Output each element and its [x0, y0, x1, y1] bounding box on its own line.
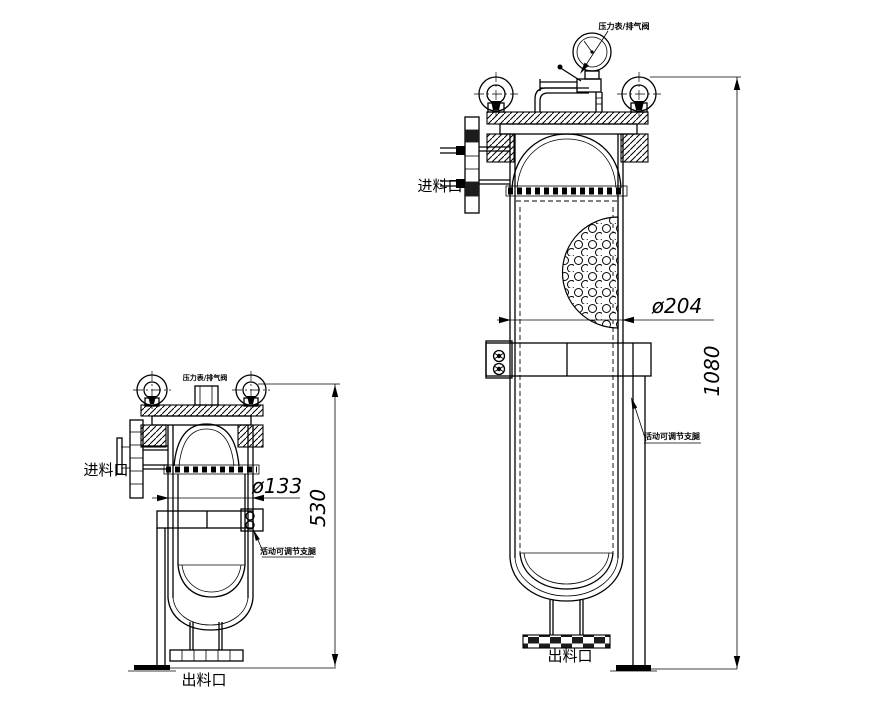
eye-bolt-right-icon [232, 371, 270, 409]
svg-text:1080: 1080 [700, 346, 724, 397]
basket-rim [505, 185, 628, 202]
eye-bolt-left-icon [133, 371, 171, 409]
dimension-diameter-204: ø204 [497, 294, 714, 324]
side-lug-right [620, 133, 649, 163]
svg-text:530: 530 [306, 489, 330, 527]
inlet-label: 进料口 [83, 461, 128, 479]
gauge-valve-leader [580, 30, 609, 74]
gauge-valve-label: 压力表/排气阀 [183, 373, 228, 382]
eye-bolt-left-icon [474, 72, 518, 116]
support-leg [128, 528, 336, 672]
lid-collar [151, 415, 252, 426]
lifting-handle-icon [534, 87, 589, 112]
perforated-basket-icon [561, 216, 619, 329]
top-flange-plate [140, 404, 264, 417]
vessel-shell [509, 134, 624, 602]
dome-lid [511, 133, 622, 189]
vent-nozzle-icon [194, 385, 219, 406]
bracket-bolt-icon [492, 349, 506, 376]
outlet-flange [522, 634, 611, 649]
lid-collar [499, 123, 638, 135]
support-leg [610, 376, 737, 672]
side-lug-left [140, 424, 167, 448]
dimension-height-1080: 1080 [650, 76, 741, 669]
leg-leader [631, 397, 701, 444]
outlet-label: 出料口 [181, 671, 226, 689]
outlet-label: 出料口 [547, 647, 592, 665]
inlet-nozzle [440, 116, 510, 214]
svg-text:ø204: ø204 [651, 294, 702, 318]
bracket-bolt-icon [245, 520, 255, 530]
gauge-valve-label: 压力表/排气阀 [599, 21, 650, 31]
inlet-label: 进料口 [417, 177, 462, 195]
adjustable-leg-label: 活动可调节支腿 [644, 431, 700, 441]
eye-bolt-right-icon [617, 72, 661, 116]
inlet-nozzle [116, 419, 168, 499]
band-clamp [485, 340, 652, 379]
top-flange-plate [486, 111, 649, 125]
outlet-nozzle [169, 622, 244, 662]
small-vessel: 压力表/排气阀 进料口 出料口 活动可调节支腿 ø133 530 [83, 371, 340, 689]
band-clamp [156, 508, 264, 532]
outlet-nozzle [522, 600, 611, 649]
filter-bag [177, 474, 246, 598]
adjustable-leg-label: 活动可调节支腿 [260, 546, 316, 556]
basket-rim [163, 464, 260, 475]
leg-leader [253, 529, 314, 558]
bracket-bolt-icon [245, 511, 255, 521]
dimension-height-530: 530 [258, 383, 340, 667]
dimension-diameter-133: ø133 [152, 474, 302, 502]
large-vessel: 压力表/排气阀 进料口 出料口 活动可调节支腿 ø204 1080 [417, 21, 741, 672]
pressure-gauge-icon [539, 32, 612, 112]
side-lug-right [237, 424, 264, 448]
dome-lid [173, 423, 240, 467]
svg-text:ø133: ø133 [251, 474, 302, 498]
outlet-flange [169, 649, 244, 662]
